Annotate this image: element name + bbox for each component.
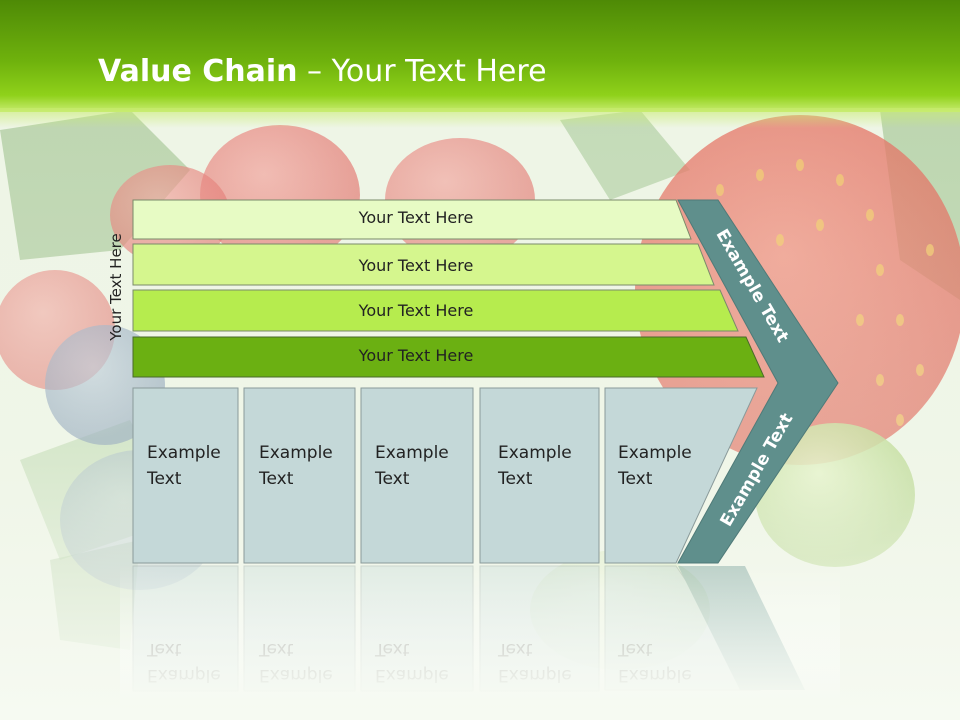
box-5	[604, 387, 758, 564]
box-4-line1: Example	[498, 443, 572, 463]
box-1-line1: Example	[147, 443, 221, 463]
slide-title: Value Chain – Your Text Here	[98, 54, 547, 89]
box-1	[132, 387, 239, 564]
box-3-line2: Text	[375, 469, 410, 489]
band-3-label: Your Text Here	[358, 301, 474, 320]
side-label: Your Text Here	[107, 233, 125, 341]
box-1-text: Example Text	[147, 440, 221, 492]
box-2	[243, 387, 356, 564]
header-bar	[0, 0, 960, 112]
band-1	[132, 199, 692, 240]
band-4-label: Your Text Here	[358, 346, 474, 365]
band-1-label: Your Text Here	[358, 208, 474, 227]
box-3-text: Example Text	[375, 440, 449, 492]
band-3	[132, 289, 739, 332]
box-1-line2: Text	[147, 469, 182, 489]
box-4-line2: Text	[498, 469, 533, 489]
title-rest: – Your Text Here	[297, 54, 547, 89]
band-2-label: Your Text Here	[358, 256, 474, 275]
box-4-text: Example Text	[498, 440, 572, 492]
header-fade	[0, 108, 960, 128]
band-2	[132, 243, 715, 286]
box-5-text: Example Text	[618, 440, 692, 492]
chevron-arrow	[677, 199, 839, 564]
box-4	[479, 387, 600, 564]
title-bold: Value Chain	[98, 54, 298, 89]
box-5-line1: Example	[618, 443, 692, 463]
box-3	[360, 387, 474, 564]
box-2-text: Example Text	[259, 440, 333, 492]
band-4	[132, 336, 765, 378]
box-3-line1: Example	[375, 443, 449, 463]
box-2-line1: Example	[259, 443, 333, 463]
box-5-line2: Text	[618, 469, 653, 489]
box-2-line2: Text	[259, 469, 294, 489]
